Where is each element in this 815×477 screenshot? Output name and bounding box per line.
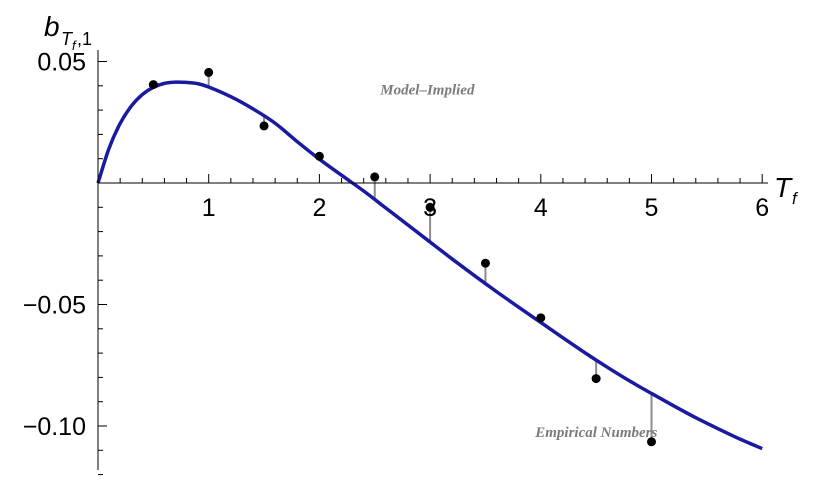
empirical-point (536, 313, 546, 323)
y-axis-title-subscript: T (61, 29, 74, 49)
empirical-point (425, 202, 435, 212)
y-axis-title-subsubscript: f (72, 38, 77, 53)
y-axis-title-base: b (44, 11, 60, 42)
model-curve-layer (96, 80, 763, 451)
empirical-point (259, 121, 269, 131)
axes (97, 50, 768, 476)
y-tick-label: −0.10 (23, 413, 86, 441)
empirical-point (148, 80, 158, 90)
x-tick-label: 6 (755, 194, 769, 222)
stem-lines (152, 72, 653, 442)
x-tick-label: 4 (534, 194, 548, 222)
x-tick-label: 1 (202, 194, 216, 222)
empirical-point (591, 374, 601, 384)
y-tick-label: 0.05 (37, 49, 86, 77)
empirical-point (647, 437, 656, 447)
empirical-point (480, 258, 490, 268)
x-tick-label: 3 (423, 194, 437, 222)
empirical-point (370, 172, 380, 182)
x-tick-label: 5 (645, 194, 659, 222)
x-axis-title-base: T (774, 172, 793, 203)
empirical-points-layer (148, 67, 656, 447)
y-tick-label: −0.05 (23, 292, 86, 320)
x-tick-label: 2 (312, 194, 326, 222)
empirical-point (204, 67, 214, 77)
annotation-label: Model–Implied (379, 82, 475, 98)
model-implied-curve (96, 80, 763, 451)
x-axis-title-subscript: f (792, 189, 799, 208)
empirical-point (314, 151, 324, 161)
y-axis-title-subscript-tail: ,1 (77, 29, 92, 49)
annotation-label: Empirical Numbers (534, 425, 657, 441)
